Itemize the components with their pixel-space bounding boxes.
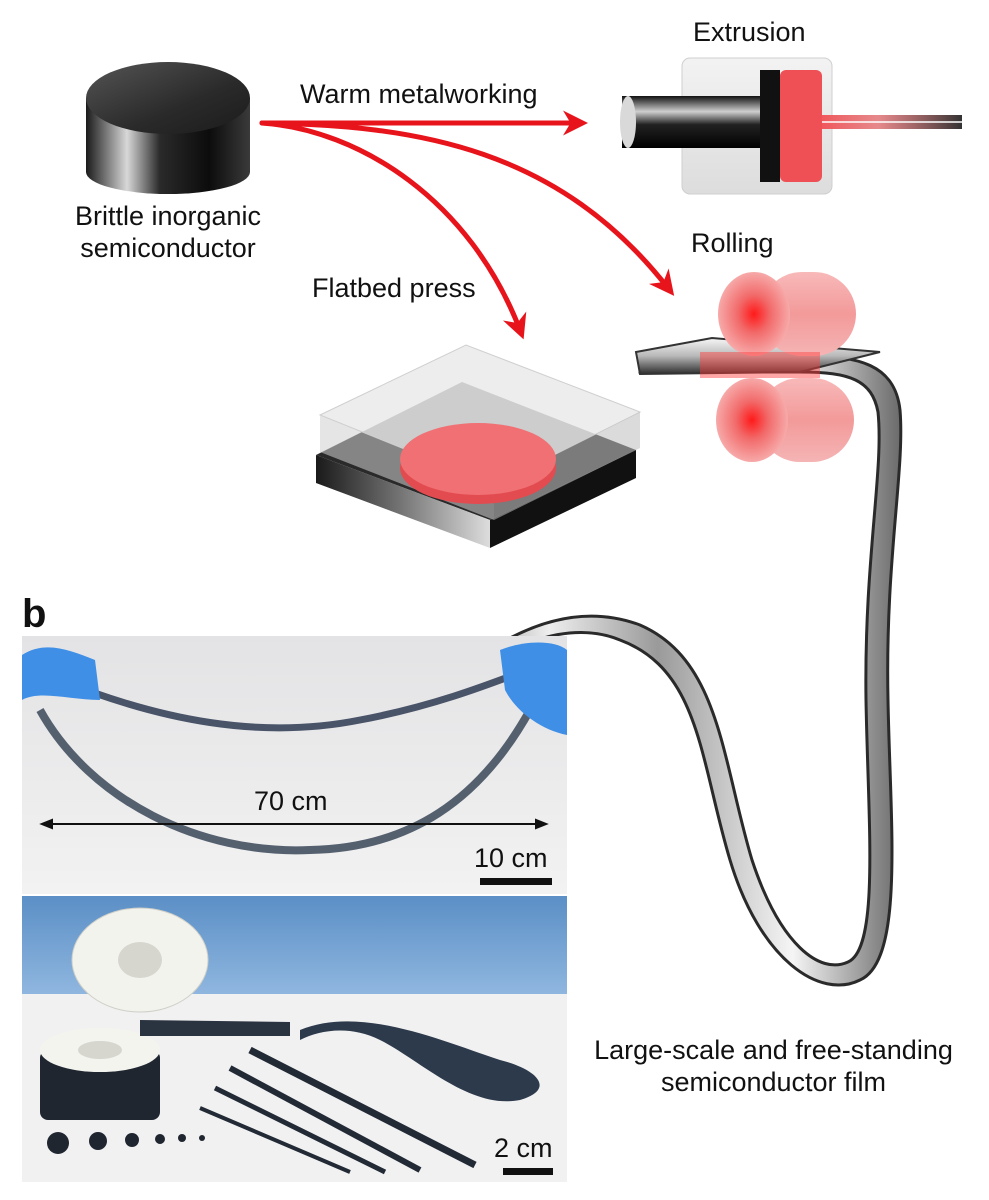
source-label-line1: Brittle inorganic	[74, 201, 262, 231]
source-label-line2: semiconductor	[80, 233, 256, 263]
scale-bar-10cm	[480, 878, 552, 885]
source-disk	[86, 62, 250, 194]
film-label-line1: Large-scale and free-standing	[594, 1035, 953, 1065]
flatbed-press	[316, 344, 642, 548]
photo-stretched-film	[22, 636, 567, 894]
scale-bar-2cm	[503, 1168, 553, 1175]
extrusion-label: Extrusion	[693, 17, 806, 47]
scale-label-10cm: 10 cm	[474, 843, 548, 873]
film-label-line2: semiconductor film	[660, 1067, 887, 1097]
flatbed-press-label: Flatbed press	[312, 273, 476, 303]
warm-metalworking-label: Warm metalworking	[300, 79, 538, 109]
source-label: Brittle inorganic semiconductor	[48, 200, 288, 264]
scale-label-2cm: 2 cm	[494, 1133, 553, 1163]
photo-film-products	[22, 896, 567, 1182]
panel-b-label: b	[22, 592, 47, 636]
film-label: Large-scale and free-standing semiconduc…	[576, 1034, 971, 1098]
rolling-rollers	[700, 272, 856, 462]
extrusion-device	[620, 57, 962, 195]
rolling-label: Rolling	[691, 228, 774, 258]
process-arrows	[259, 110, 675, 340]
length-label-70cm: 70 cm	[254, 786, 328, 816]
